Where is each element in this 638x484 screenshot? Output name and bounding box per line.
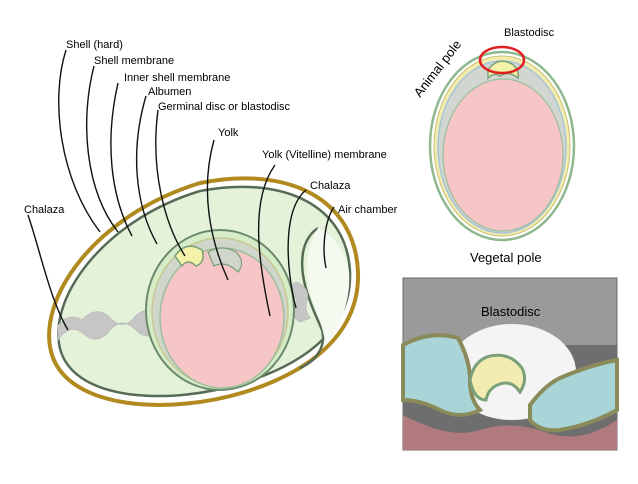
- leader-chalaza-left: [27, 214, 69, 331]
- label-germinal-disc: Germinal disc or blastodisc: [158, 101, 291, 113]
- leader-chalaza-right: [287, 189, 307, 309]
- label-vitelline-membrane: Yolk (Vitelline) membrane: [262, 149, 387, 161]
- leader-air-chamber: [323, 206, 335, 269]
- label-shell: Shell (hard): [66, 39, 123, 51]
- egg-label-group: Shell (hard) Shell membrane Inner shell …: [24, 39, 398, 216]
- leader-shell-membrane: [85, 65, 119, 233]
- zoom-blastodisc-shape: [468, 353, 527, 402]
- zoom-layers-left: [401, 333, 484, 417]
- blastodisc-highlight-ring: [478, 45, 526, 75]
- leader-albumen: [135, 95, 158, 245]
- label-yolk: Yolk: [218, 127, 239, 139]
- detail-yolk: [442, 78, 564, 232]
- germinal-disc-right: [207, 247, 243, 273]
- blastodisc-zoom-panel: [401, 277, 619, 451]
- inner-shell-membrane: [299, 226, 325, 370]
- label-albumen: Albumen: [148, 86, 191, 98]
- leader-lines: [27, 49, 335, 331]
- label-air-chamber: Air chamber: [338, 204, 398, 216]
- air-chamber: [307, 228, 350, 345]
- label-inner-shell-membrane: Inner shell membrane: [124, 72, 230, 84]
- yolk: [159, 247, 285, 389]
- leader-inner-shell-membrane: [110, 82, 133, 237]
- zoom-yolk: [403, 415, 617, 450]
- leader-yolk: [206, 139, 229, 281]
- label-vegetal-pole: Vegetal pole: [470, 250, 542, 265]
- label-chalaza-left: Chalaza: [24, 204, 65, 216]
- yolk-detail: [428, 45, 576, 242]
- label-blastodisc-zoom: Blastodisc: [481, 304, 541, 319]
- leader-germinal-disc: [155, 109, 186, 257]
- leader-vitelline: [257, 164, 276, 317]
- label-shell-membrane: Shell membrane: [94, 55, 174, 67]
- zoom-layers-right: [528, 357, 619, 433]
- whole-egg: [47, 176, 361, 407]
- label-chalaza-right: Chalaza: [310, 180, 351, 192]
- leader-shell: [58, 49, 101, 233]
- detail-blastodisc-shape: [487, 60, 520, 80]
- label-blastodisc-detail: Blastodisc: [504, 27, 555, 39]
